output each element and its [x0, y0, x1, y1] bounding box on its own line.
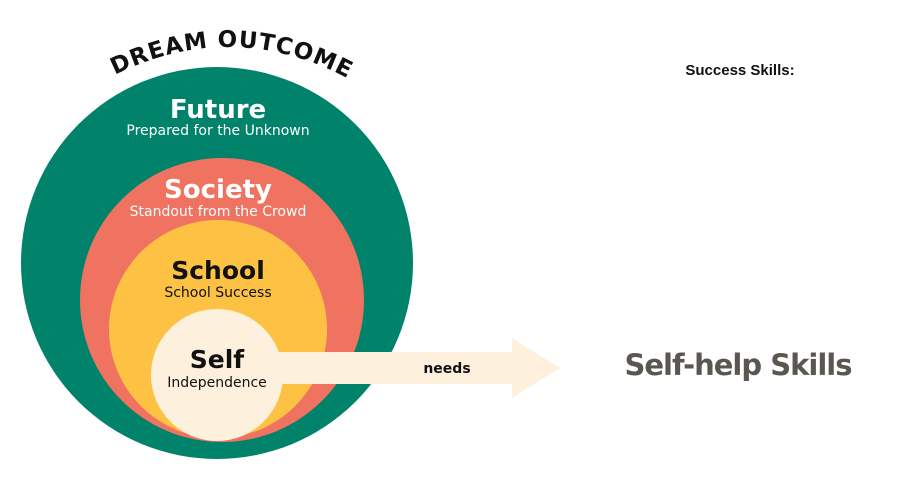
society-title: Society — [164, 175, 272, 205]
needs-arrow-shaft — [250, 352, 515, 384]
school-subtitle: School Success — [164, 285, 271, 301]
society-subtitle: Standout from the Crowd — [130, 204, 307, 220]
self-circle — [151, 309, 283, 441]
self-subtitle: Independence — [167, 375, 267, 391]
future-subtitle: Prepared for the Unknown — [126, 123, 309, 139]
success-skills-heading: Success Skills: — [685, 62, 795, 79]
needs-label: needs — [423, 361, 470, 377]
future-title: Future — [170, 95, 266, 125]
school-title: School — [171, 256, 265, 285]
self-help-skills-label: Self-help Skills — [624, 348, 852, 382]
self-title: Self — [190, 345, 246, 374]
